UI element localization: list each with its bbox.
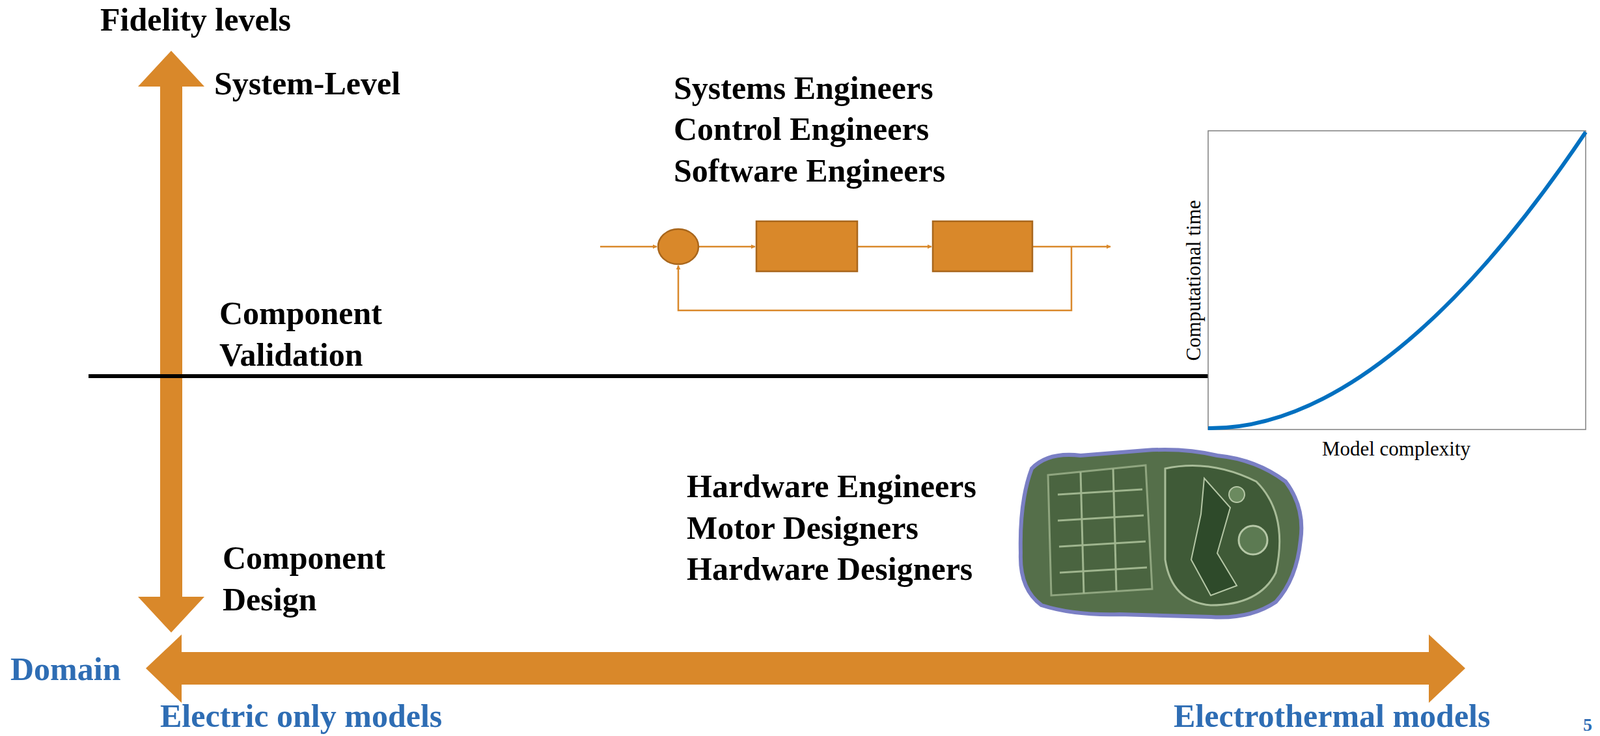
axis-title: Domain — [10, 650, 121, 689]
chart-axis-label: Computational time — [1182, 199, 1206, 361]
motor-illustration — [1020, 449, 1302, 618]
role-label: Control Engineers — [673, 110, 929, 148]
domain-label: Electric only models — [160, 697, 442, 735]
level-label: System-Level — [214, 65, 401, 103]
level-label: Component Design — [222, 537, 418, 621]
fidelity-axis-arrow — [137, 50, 205, 633]
role-label: Hardware Designers — [686, 550, 973, 588]
control-loop-symbol — [600, 221, 1111, 311]
level-label: Component Validation — [219, 292, 415, 376]
role-label: Hardware Engineers — [686, 468, 977, 506]
role-label: Software Engineers — [673, 152, 946, 190]
domain-axis-arrow — [145, 634, 1466, 704]
chart-axis-label: Model complexity — [1322, 437, 1471, 461]
page-number: 5 — [1583, 714, 1593, 736]
complexity-chart — [1208, 130, 1586, 430]
axis-title: Fidelity levels — [100, 1, 291, 39]
role-label: Motor Designers — [686, 509, 919, 547]
domain-label: Electrothermal models — [1173, 697, 1490, 735]
divider-line — [88, 374, 1209, 379]
role-label: Systems Engineers — [673, 69, 934, 107]
